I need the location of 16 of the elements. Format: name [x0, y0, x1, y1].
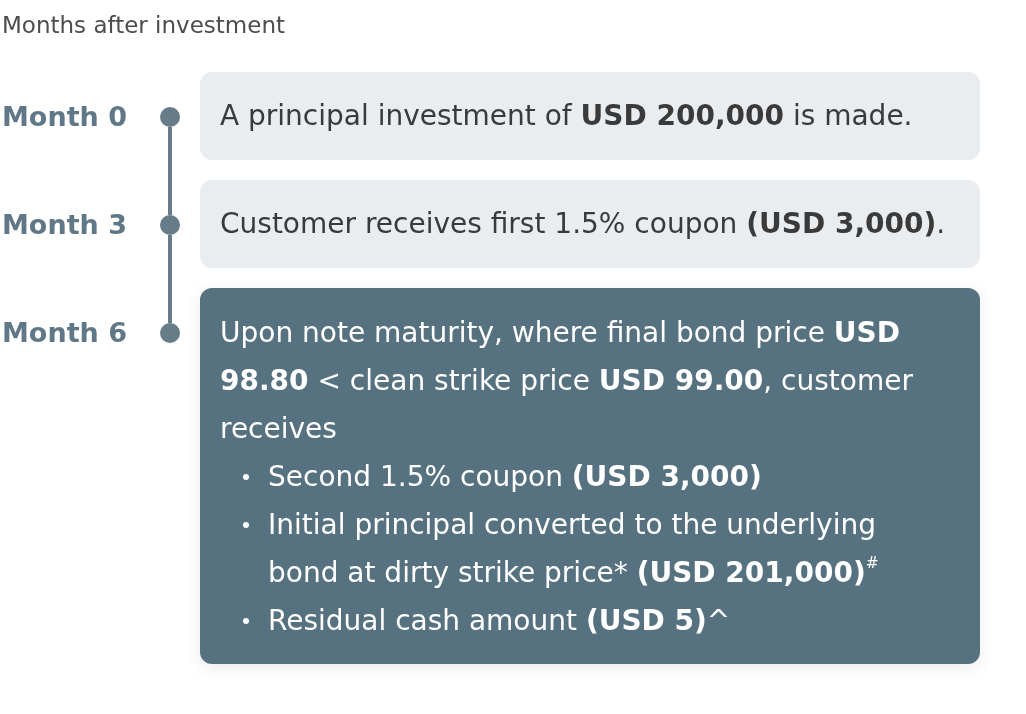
month-label: Month 0: [2, 100, 127, 134]
timeline-dot: [160, 215, 180, 235]
event-text: Upon note maturity, where final bond price USD 98.80 < clean strike price USD 99.00, customer receives: [220, 315, 914, 447]
month-label: Month 3: [2, 208, 127, 242]
diagram-title: Months after investment: [2, 11, 285, 40]
event-text: Customer receives first 1.5% coupon (USD 3,000).: [220, 206, 947, 242]
bullet-text: Second 1.5% coupon (USD 3,000): [268, 459, 763, 495]
event-text: A principal investment of USD 200,000 is made.: [220, 98, 914, 134]
bullet-text: Residual cash amount (USD 5)^: [268, 603, 732, 639]
timeline-line: [168, 127, 172, 215]
timeline-dot: [160, 323, 180, 343]
month-label: Month 6: [2, 316, 127, 350]
timeline-dot: [160, 107, 180, 127]
bullet-text: Initial principal converted to the underlying bond at dirty strike price* (USD 201,000)$^{#}$: [268, 507, 880, 591]
timeline-line: [168, 235, 172, 323]
event-card: [200, 288, 980, 664]
